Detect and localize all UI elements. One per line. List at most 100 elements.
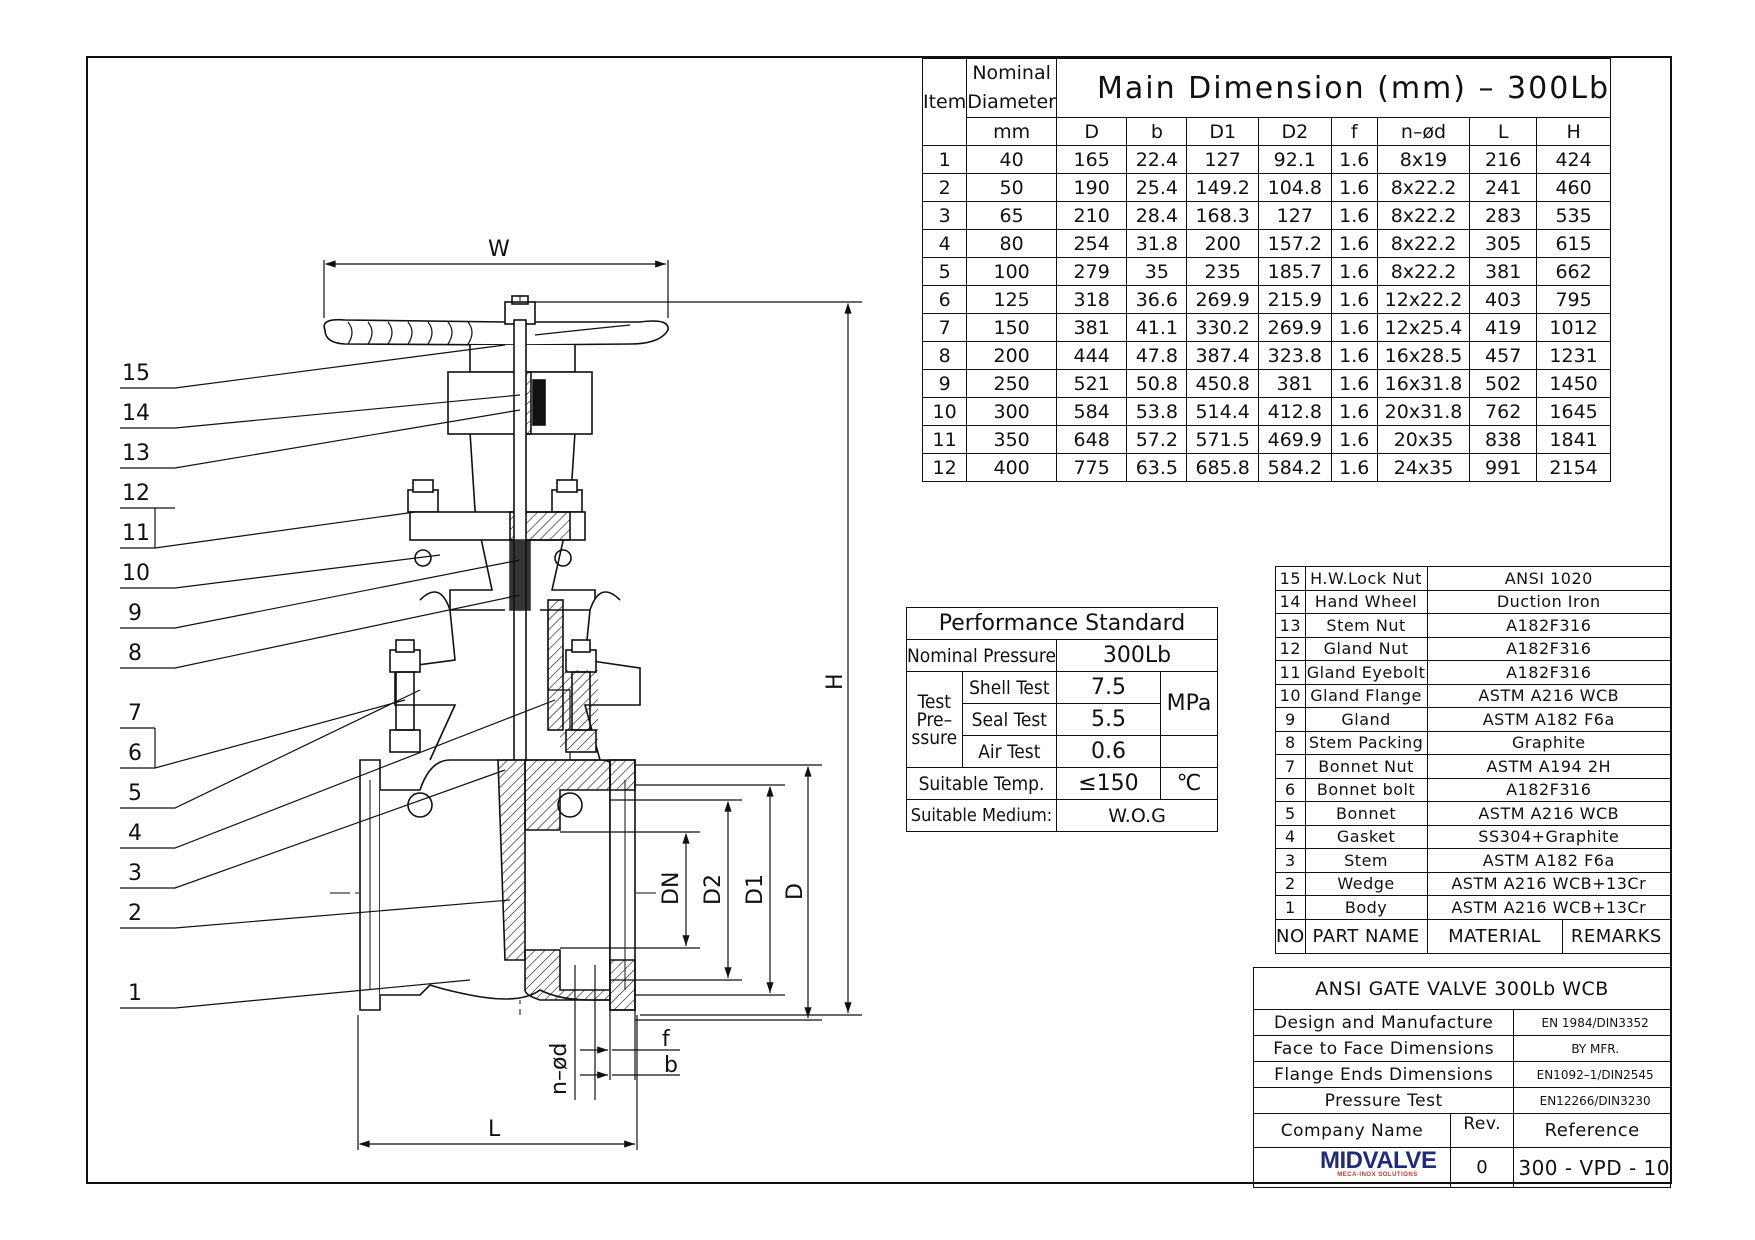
callout-7: 7	[128, 701, 142, 726]
parts-header-no: NO	[1275, 918, 1306, 954]
part-name: Bonnet Nut	[1304, 754, 1428, 779]
part-material: Graphite	[1426, 730, 1672, 755]
callout-11: 11	[122, 521, 150, 546]
nominal-pressure-label: Nominal Pressure	[905, 639, 1058, 672]
parts-header-part-name: PART NAME	[1304, 918, 1428, 954]
part-name: Bonnet bolt	[1304, 777, 1428, 802]
dimension-cell: 31.8	[1126, 229, 1188, 258]
dimension-cell: 1841	[1536, 425, 1612, 454]
dim-label-d: D	[783, 883, 808, 900]
part-material: Duction Iron	[1426, 589, 1672, 614]
dimension-cell: 400	[966, 453, 1057, 482]
dimension-cell: 28.4	[1126, 201, 1188, 230]
dimension-cell: 20x31.8	[1376, 397, 1471, 426]
dimension-cell: 12	[921, 453, 968, 482]
part-no: 6	[1275, 777, 1306, 802]
dim-label-d2: D2	[701, 874, 726, 905]
dimension-cell: 168.3	[1186, 201, 1259, 230]
dimension-cell: 1.6	[1330, 257, 1378, 286]
dimension-cell: 8	[921, 341, 968, 370]
suitable-medium-label: Suitable Medium:	[905, 799, 1058, 832]
dimension-cell: 615	[1536, 229, 1612, 258]
header-col-L: L	[1469, 117, 1538, 146]
dimension-cell: 762	[1469, 397, 1538, 426]
dimension-cell: 210	[1055, 201, 1128, 230]
dimension-cell: 92.1	[1257, 145, 1332, 174]
dimension-cell: 571.5	[1186, 425, 1259, 454]
air-test-label: Air Test	[961, 735, 1058, 768]
dimension-cell: 80	[966, 229, 1057, 258]
part-material: ANSI 1020	[1426, 566, 1672, 591]
dimension-cell: 8x22.2	[1376, 257, 1471, 286]
suitable-temp-value: ≤150	[1056, 767, 1161, 800]
part-no: 8	[1275, 730, 1306, 755]
dimension-cell: 250	[966, 369, 1057, 398]
dimension-cell: 1	[921, 145, 968, 174]
part-name: H.W.Lock Nut	[1304, 566, 1428, 591]
callout-6: 6	[128, 741, 142, 766]
callout-12: 12	[122, 481, 150, 506]
part-material: ASTM A194 2H	[1426, 754, 1672, 779]
dimension-cell: 662	[1536, 257, 1612, 286]
bonnet	[394, 591, 641, 761]
callout-3: 3	[128, 861, 142, 886]
dimension-cell: 40	[966, 145, 1057, 174]
callout-9: 9	[128, 601, 142, 626]
part-material: A182F316	[1426, 777, 1672, 802]
dimension-cell: 469.9	[1257, 425, 1332, 454]
part-material: A182F316	[1426, 660, 1672, 685]
dimension-cell: 8x22.2	[1376, 201, 1471, 230]
dimension-cell: 16x31.8	[1376, 369, 1471, 398]
dimension-cell: 3	[921, 201, 968, 230]
suitable-temp-label: Suitable Temp.	[905, 767, 1058, 800]
callout-10: 10	[122, 561, 150, 586]
part-material: ASTM A216 WCB+13Cr	[1426, 895, 1672, 920]
dimension-cell: 403	[1469, 285, 1538, 314]
dimension-cell: 387.4	[1186, 341, 1259, 370]
dimension-cell: 41.1	[1126, 313, 1188, 342]
reference-label: Reference	[1513, 1113, 1671, 1148]
part-no: 1	[1275, 895, 1306, 920]
part-name: Gland	[1304, 707, 1428, 732]
callout-4: 4	[128, 821, 142, 846]
callout-numbers: 15 14 13 12 11 10 9 8 7 6 5 4 3 2 1	[122, 361, 150, 1006]
dimension-cell: 305	[1469, 229, 1538, 258]
dim-label-nd: n–ød	[547, 1043, 572, 1095]
flange-label: Flange Ends Dimensions	[1252, 1061, 1515, 1088]
part-name: Stem	[1304, 848, 1428, 873]
dimension-cell: 685.8	[1186, 453, 1259, 482]
dimension-cell: 1231	[1536, 341, 1612, 370]
dimension-cell: 424	[1536, 145, 1612, 174]
dimension-cell: 241	[1469, 173, 1538, 202]
part-material: SS304+Graphite	[1426, 824, 1672, 849]
dimension-cell: 50.8	[1126, 369, 1188, 398]
dimension-cell: 323.8	[1257, 341, 1332, 370]
part-material: ASTM A216 WCB+13Cr	[1426, 871, 1672, 896]
dimension-cell: 9	[921, 369, 968, 398]
header-col-H: H	[1536, 117, 1612, 146]
dimension-cell: 1.6	[1330, 285, 1378, 314]
dimension-cell: 12x25.4	[1376, 313, 1471, 342]
rev-value: 0	[1450, 1147, 1515, 1188]
wedge	[497, 759, 526, 961]
seal-test-label: Seal Test	[961, 703, 1058, 736]
part-name: Bonnet	[1304, 801, 1428, 826]
part-material: ASTM A182 F6a	[1426, 848, 1672, 873]
dimension-cell: 584.2	[1257, 453, 1332, 482]
header-col-nd: n–ød	[1376, 117, 1471, 146]
dimension-cell: 419	[1469, 313, 1538, 342]
dimension-cell: 35	[1126, 257, 1188, 286]
